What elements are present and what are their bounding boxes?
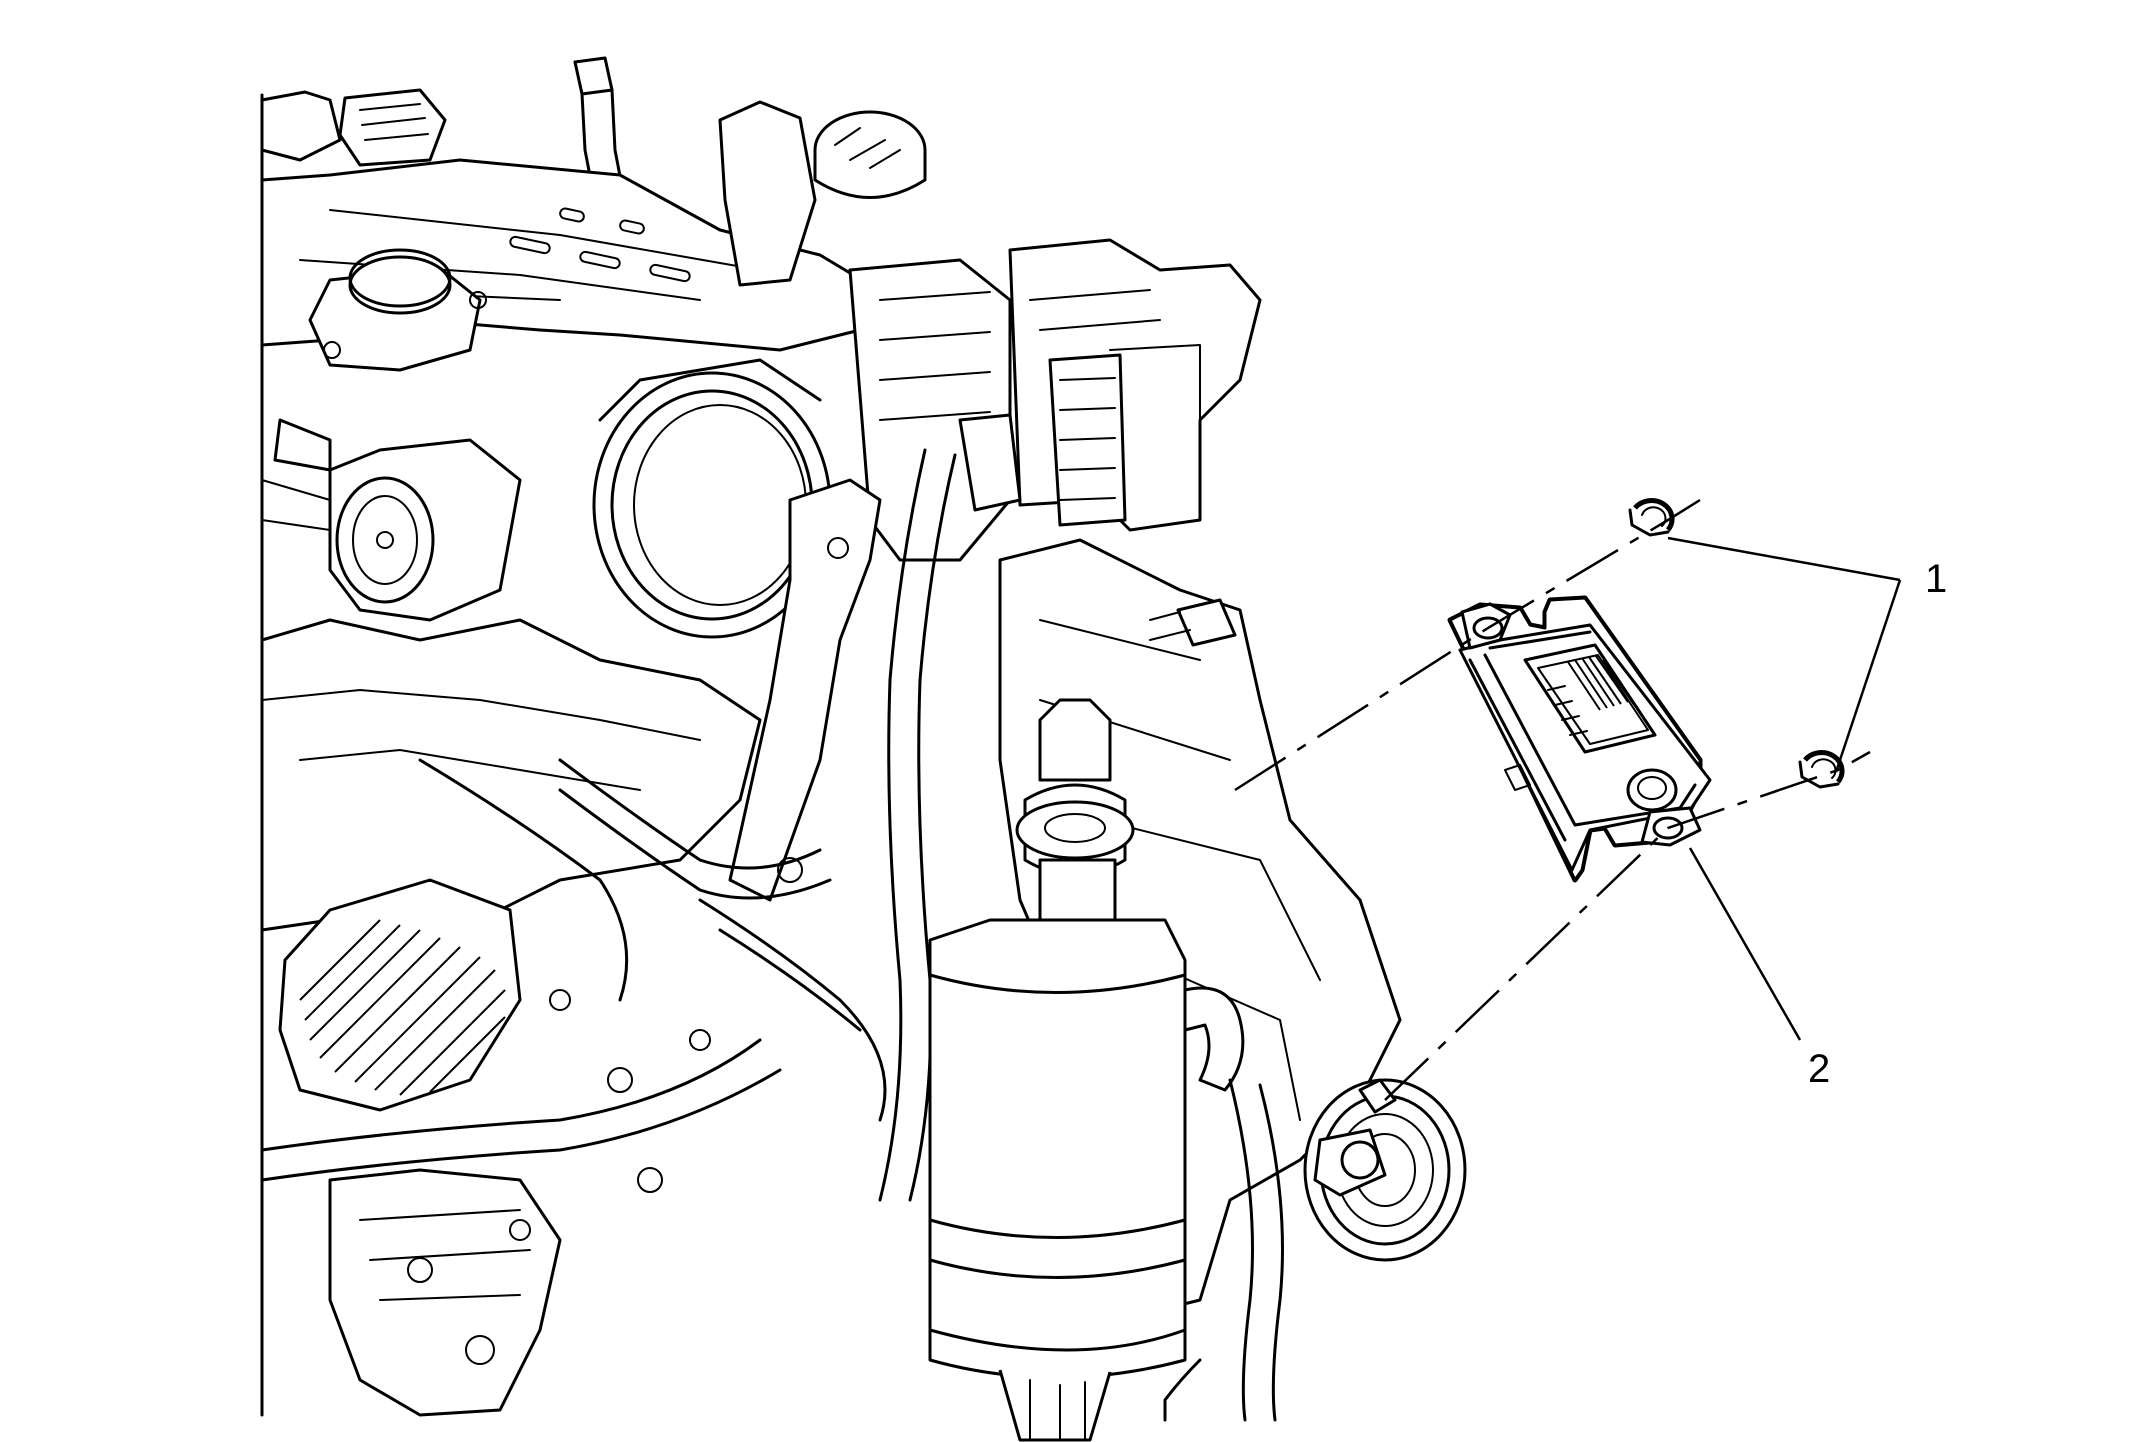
pulley <box>1303 1078 1467 1262</box>
connector-pins <box>1567 655 1641 713</box>
hatched-cover <box>278 878 522 1112</box>
callout-1: 1 <box>1925 557 1947 601</box>
nut-lower <box>1798 750 1845 789</box>
cam-sensor <box>261 418 522 622</box>
engine-assembly <box>260 56 1467 1442</box>
assembly-centerlines <box>1234 498 1871 1101</box>
throttle-actuator <box>848 238 1262 562</box>
coolant-reservoir-cap <box>718 100 927 287</box>
starter-canister <box>928 698 1245 1442</box>
manifold-slots <box>509 207 691 283</box>
oil-fill-cap <box>308 248 487 372</box>
callout-leaders <box>1667 536 1902 1041</box>
callout-2: 2 <box>1808 1047 1830 1091</box>
control-module <box>1447 595 1712 883</box>
throttle-body <box>592 358 832 639</box>
